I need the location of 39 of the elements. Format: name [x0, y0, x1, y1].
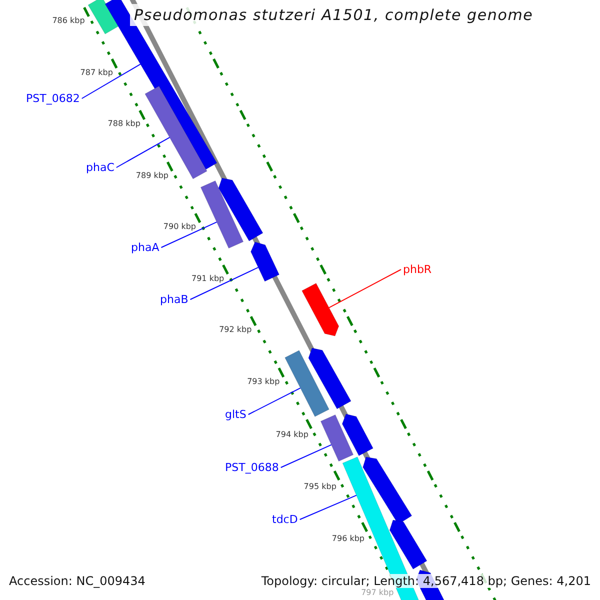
gene-label: phbR	[403, 263, 432, 276]
gene-bar	[320, 414, 354, 462]
gene-label: phaA	[131, 241, 160, 254]
gene-bar	[302, 283, 340, 336]
gene-bar	[389, 520, 428, 570]
scale-label: 793 kbp	[247, 376, 280, 387]
gene-bar	[308, 348, 352, 410]
gene-bar	[284, 350, 330, 417]
leader-line	[328, 269, 402, 308]
scale-label: 786 kbp	[52, 15, 85, 26]
gene-bar	[88, 0, 120, 34]
scale-label: 794 kbp	[276, 429, 308, 440]
gene-label: phaB	[160, 293, 188, 306]
scale-label: 790 kbp	[163, 221, 196, 232]
gene-label: gltS	[225, 408, 246, 421]
leader-line	[190, 266, 259, 300]
gene-label: PST_0688	[225, 461, 279, 474]
scale-label: 787 kbp	[80, 67, 113, 78]
scale-label: 791 kbp	[192, 273, 224, 284]
leader-line	[116, 136, 170, 168]
scale-label: 795 kbp	[304, 481, 336, 492]
gene-bar	[342, 414, 374, 456]
gene-bar	[200, 180, 244, 249]
gene-bar	[218, 178, 264, 242]
leader-line	[280, 444, 332, 468]
scale-label: 788 kbp	[108, 118, 140, 129]
gene-label: phaC	[86, 161, 114, 174]
scale-label: 789 kbp	[136, 170, 168, 181]
gene-bar	[250, 242, 280, 282]
leader-line	[81, 64, 141, 99]
gene-label: tdcD	[272, 513, 298, 526]
gene-label: PST_0682	[26, 92, 80, 105]
scale-label: 797 kbp	[361, 588, 394, 598]
gene-bar	[362, 456, 412, 524]
leader-line	[299, 494, 357, 520]
scale-label: 792 kbp	[219, 324, 252, 335]
scale-label: 796 kbp	[332, 533, 364, 544]
leader-line	[160, 222, 218, 248]
leader-line	[248, 388, 301, 415]
